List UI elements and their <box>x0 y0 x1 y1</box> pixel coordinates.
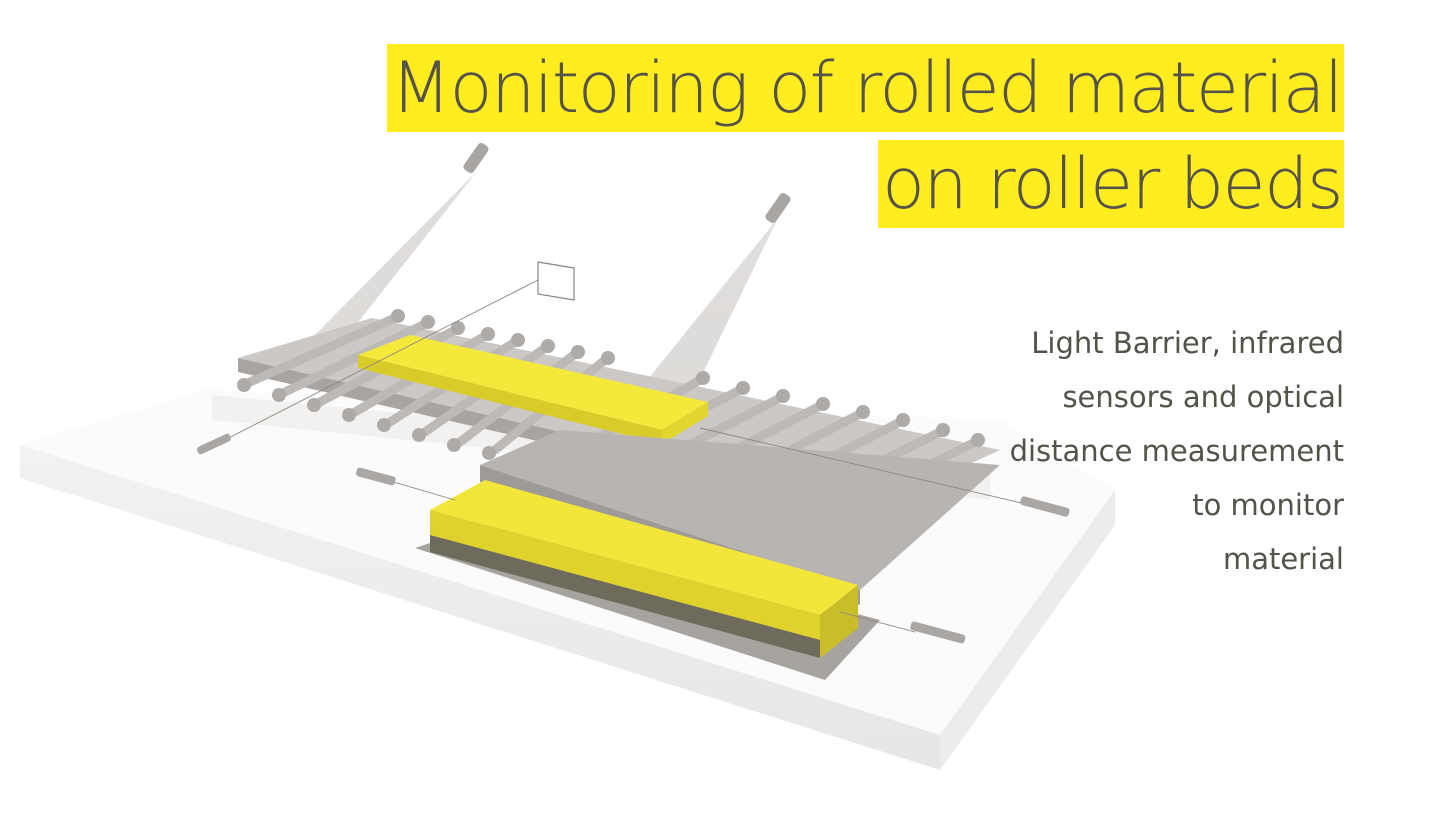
reflector-box <box>537 261 575 301</box>
description-line: distance measurement <box>1009 434 1344 468</box>
roller-end-caps <box>237 309 985 460</box>
description-line: sensors and optical <box>1062 380 1344 414</box>
overhead-sensor-right <box>765 193 791 223</box>
description-line: Light Barrier, infrared <box>1031 326 1344 360</box>
title-line-1: Monitoring of rolled material <box>386 44 1344 132</box>
title-line-2: on roller beds <box>878 140 1344 228</box>
description-line: to monitor <box>1192 488 1344 522</box>
material-slab-upper <box>358 335 708 444</box>
page-title: Monitoring of rolled material on roller … <box>386 44 1344 228</box>
material-slab-lower <box>430 480 858 658</box>
description-line: material <box>1222 542 1344 576</box>
light-barrier-lines <box>204 279 1031 633</box>
overhead-sensor-left <box>463 143 489 173</box>
description: Light Barrier, infrared sensors and opti… <box>1010 316 1344 586</box>
sensor-beams <box>300 170 778 420</box>
side-sensors <box>196 433 1070 644</box>
